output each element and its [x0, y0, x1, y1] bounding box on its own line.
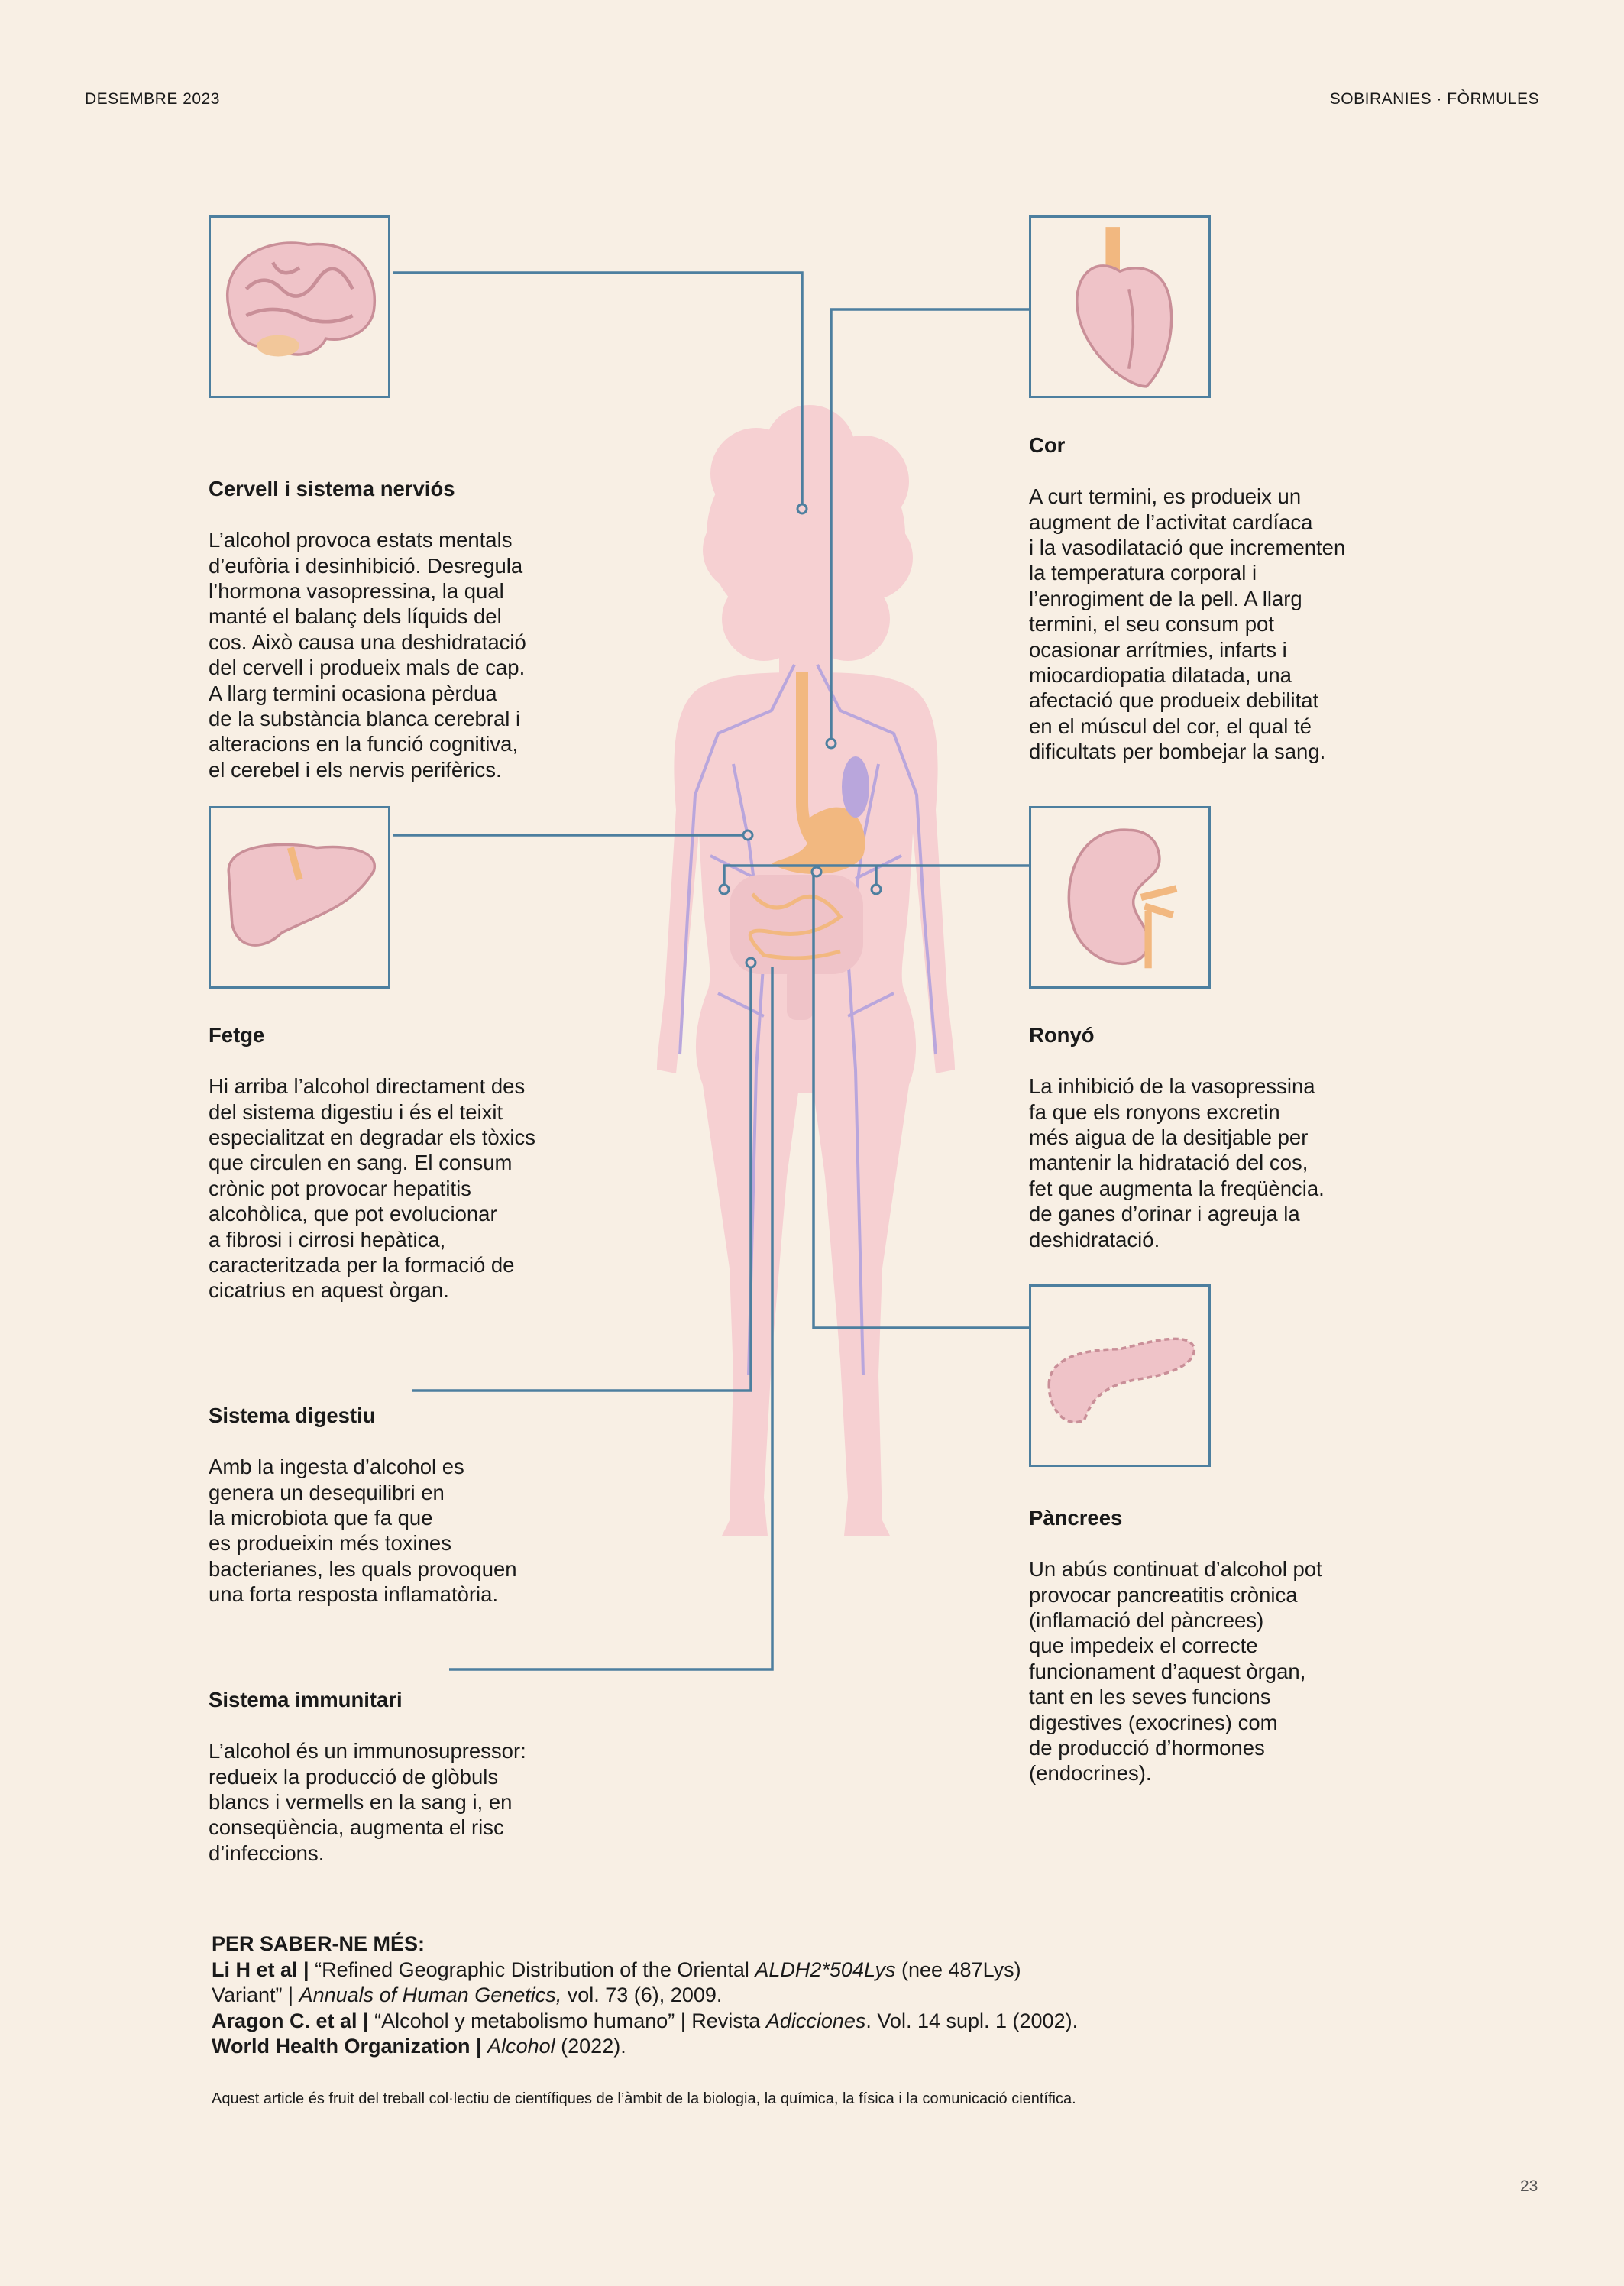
- pancreas-connector: [812, 872, 1029, 1329]
- pancreas-section: Pàncrees Un abús continuat d’alcohol pot…: [1029, 1480, 1322, 1812]
- pancreas-icon: [1047, 1337, 1196, 1424]
- ref-italic: ALDH2*504Lys: [755, 1957, 896, 1981]
- footnote: Aquest article és fruit del treball col·…: [212, 2090, 1076, 2107]
- lymphatic-system: [678, 664, 937, 1376]
- immune-title: Sistema immunitari: [209, 1688, 403, 1712]
- ref-text: (2022).: [555, 2035, 626, 2058]
- reference-item: Aragon C. et al | “Alcohol y metabolismo…: [212, 2009, 1078, 2035]
- spleen: [842, 756, 869, 818]
- connector-dots: [718, 503, 882, 969]
- ref-author: World Health Organization |: [212, 2035, 482, 2058]
- liver-section: Fetge Hi arriba l’alcohol directament de…: [209, 997, 535, 1329]
- ref-title: Alcohol: [487, 2035, 555, 2058]
- kidney-icon: [1067, 828, 1178, 969]
- intestines: [730, 875, 863, 974]
- heart-connector: [830, 308, 1029, 743]
- pancreas-title: Pàncrees: [1029, 1506, 1123, 1530]
- heart-section: Cor A curt termini, es produeix un augme…: [1029, 407, 1345, 790]
- digestive-title: Sistema digestiu: [209, 1404, 376, 1428]
- pancreas-text: Un abús continuat d’alcohol pot provocar…: [1029, 1557, 1322, 1786]
- immune-text: L’alcohol és un immunosupressor: redueix…: [209, 1739, 526, 1865]
- kidney-image: [1029, 806, 1211, 989]
- kidney-section: Ronyó La inhibició de la vasopressina fa…: [1029, 997, 1325, 1277]
- stomach: [772, 807, 865, 874]
- brain-connector: [393, 271, 804, 509]
- immune-section: Sistema immunitari L’alcohol és un immun…: [209, 1662, 526, 1892]
- brain-title: Cervell i sistema nerviós: [209, 477, 455, 501]
- ref-text: Variant” |: [212, 1983, 299, 2006]
- page-number: 23: [1520, 2178, 1538, 2195]
- digestive-tract: [730, 672, 869, 1020]
- digestive-section: Sistema digestiu Amb la ingesta d’alcoho…: [209, 1378, 517, 1633]
- brain-image: [209, 215, 390, 398]
- reference-item: World Health Organization | Alcohol (202…: [212, 2034, 1078, 2060]
- brain-icon: [226, 241, 377, 357]
- heart-text: A curt termini, es produeix un augment d…: [1029, 484, 1346, 764]
- heart-image: [1029, 215, 1211, 398]
- immune-connector: [449, 967, 774, 1671]
- ref-author: Li H et al |: [212, 1957, 309, 1981]
- ref-text: (nee 487Lys): [895, 1957, 1021, 1981]
- digestive-text: Amb la ingesta d’alcohol es genera un de…: [209, 1455, 517, 1607]
- heart-title: Cor: [1029, 433, 1066, 458]
- kidney-title: Ronyó: [1029, 1023, 1095, 1047]
- ref-text: vol. 73 (6), 2009.: [561, 1983, 723, 2006]
- brain-text: L’alcohol provoca estats mentals d’eufòr…: [209, 528, 526, 782]
- references-heading: PER SABER-NE MÉS:: [212, 1932, 425, 1955]
- heart-icon: [1076, 227, 1173, 388]
- liver-text: Hi arriba l’alcohol directament des del …: [209, 1074, 536, 1303]
- liver-image: [209, 806, 390, 989]
- references: PER SABER-NE MÉS: Li H et al | “Refined …: [212, 1931, 1078, 2060]
- connector-lines: [393, 271, 1029, 1671]
- ref-author: Aragon C. et al |: [212, 2009, 369, 2032]
- kidney-text: La inhibició de la vasopressina fa que e…: [1029, 1074, 1325, 1251]
- pancreas-image: [1029, 1284, 1211, 1467]
- ref-title: “Alcohol y metabolismo humano” | Revista: [368, 2009, 766, 2032]
- digestive-connector: [412, 963, 752, 1392]
- issue-date: DESEMBRE 2023: [85, 90, 220, 108]
- liver-icon: [227, 843, 377, 947]
- ref-space: [482, 2035, 488, 2058]
- section-title: SOBIRANIES · FÒRMULES: [1329, 90, 1539, 108]
- liver-title: Fetge: [209, 1023, 265, 1047]
- ref-journal: Annuals of Human Genetics,: [299, 1983, 562, 2006]
- kidney-connector: [723, 864, 1029, 889]
- reference-item: Li H et al | “Refined Geographic Distrib…: [212, 1957, 1078, 2009]
- ref-journal: Adicciones: [765, 2009, 866, 2032]
- ref-text: . Vol. 14 supl. 1 (2002).: [865, 2009, 1079, 2032]
- brain-section: Cervell i sistema nerviós L’alcohol prov…: [209, 451, 526, 808]
- ref-title: “Refined Geographic Distribution of the …: [309, 1957, 755, 1981]
